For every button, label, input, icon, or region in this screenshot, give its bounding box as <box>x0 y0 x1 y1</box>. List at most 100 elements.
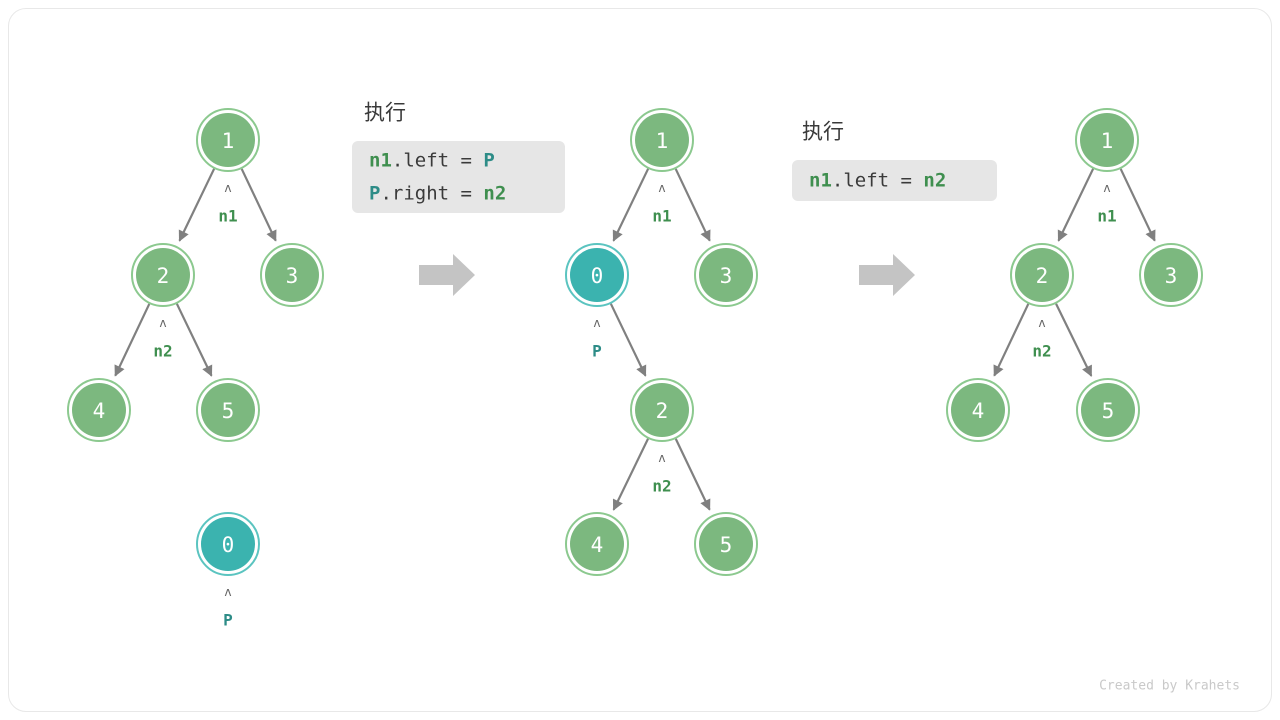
node-outer-ring <box>67 378 131 442</box>
pointer-label-n2: n2 <box>1032 342 1051 361</box>
tree-node-4[interactable]: 4 <box>565 512 629 576</box>
tree-node-3[interactable]: 3 <box>260 243 324 307</box>
tree-edge <box>175 303 213 377</box>
node-value: 3 <box>720 264 733 288</box>
node-circle <box>699 517 753 571</box>
tree-edge <box>993 303 1030 377</box>
tree-node-4[interactable]: 4 <box>946 378 1010 442</box>
tree-edge <box>1119 168 1156 242</box>
tree-node-0[interactable]: 0 <box>565 243 629 307</box>
node-value: 4 <box>972 399 985 423</box>
pointer-label-P: P <box>592 342 602 361</box>
node-value: 2 <box>157 264 170 288</box>
code-token: n1 <box>369 150 392 172</box>
node-circle <box>951 383 1005 437</box>
step-separator-arrow <box>859 254 915 296</box>
pointer-label-n1: n1 <box>652 207 671 226</box>
node-circle <box>201 113 255 167</box>
tree-node-3[interactable]: 3 <box>1139 243 1203 307</box>
tree-node-2[interactable]: 2 <box>1010 243 1074 307</box>
tree-edge <box>1055 303 1093 377</box>
code-box-background <box>352 141 565 213</box>
node-outer-ring <box>196 378 260 442</box>
tree-node-5[interactable]: 5 <box>196 378 260 442</box>
pointer-label-P: P <box>223 611 233 630</box>
node-value: 3 <box>286 264 299 288</box>
code-box-background <box>792 160 997 201</box>
tree-edge <box>674 168 711 242</box>
tree-node-2[interactable]: 2 <box>630 378 694 442</box>
node-value: 2 <box>656 399 669 423</box>
node-outer-ring <box>630 108 694 172</box>
tree-edge <box>612 168 650 242</box>
tree-edge <box>674 438 711 511</box>
tree-node-0[interactable]: 0 <box>196 512 260 576</box>
tree-node-4[interactable]: 4 <box>67 378 131 442</box>
node-outer-ring <box>694 243 758 307</box>
node-outer-ring <box>131 243 195 307</box>
pointer-caret: ʌ <box>658 451 665 465</box>
tree-node-5[interactable]: 5 <box>694 512 758 576</box>
node-circle <box>1080 113 1134 167</box>
code-line: n1.left = P <box>369 150 495 172</box>
code-token: n1 <box>809 170 832 192</box>
pointer-label-n2: n2 <box>652 477 671 496</box>
node-outer-ring <box>630 378 694 442</box>
pointer-caret: ʌ <box>1103 181 1110 195</box>
node-circle <box>1015 248 1069 302</box>
credit-text: Created by Krahets <box>1099 679 1240 694</box>
tree-node-1[interactable]: 1 <box>630 108 694 172</box>
tree-node-1[interactable]: 1 <box>196 108 260 172</box>
pointer-caret: ʌ <box>658 181 665 195</box>
tree-node-2[interactable]: 2 <box>131 243 195 307</box>
node-value: 1 <box>656 129 669 153</box>
code-line: n1.left = n2 <box>809 170 946 192</box>
tree-node-1[interactable]: 1 <box>1075 108 1139 172</box>
code-token: P <box>369 183 380 205</box>
node-circle <box>136 248 190 302</box>
pointer-label-n1: n1 <box>1097 207 1116 226</box>
node-outer-ring <box>694 512 758 576</box>
code-token: = <box>901 170 924 192</box>
code-token: n2 <box>483 183 506 205</box>
code-box-after-relink-n2: n1.left = n2 <box>792 160 997 201</box>
node-value: 5 <box>222 399 235 423</box>
node-circle <box>72 383 126 437</box>
node-outer-ring <box>1139 243 1203 307</box>
node-outer-ring <box>565 512 629 576</box>
exec-label: 执行 <box>802 121 844 144</box>
tree-edge <box>1057 168 1095 242</box>
code-box-after-link-p: n1.left = PP.right = n2 <box>352 141 565 213</box>
tree-edge <box>114 303 151 377</box>
pointer-caret: ʌ <box>593 316 600 330</box>
code-line: P.right = n2 <box>369 183 506 205</box>
node-value: 0 <box>222 533 235 557</box>
node-circle <box>570 248 624 302</box>
tree-node-5[interactable]: 5 <box>1076 378 1140 442</box>
pointer-label-n2: n2 <box>153 342 172 361</box>
node-circle <box>635 113 689 167</box>
pointer-caret: ʌ <box>159 316 166 330</box>
node-outer-ring <box>196 512 260 576</box>
node-circle <box>699 248 753 302</box>
node-outer-ring <box>1010 243 1074 307</box>
node-circle <box>570 517 624 571</box>
tree-node-3[interactable]: 3 <box>694 243 758 307</box>
pointer-caret: ʌ <box>224 585 231 599</box>
node-circle <box>201 383 255 437</box>
tree-edge <box>178 168 216 242</box>
node-circle <box>1081 383 1135 437</box>
node-outer-ring <box>1076 378 1140 442</box>
tree-edge <box>612 438 650 511</box>
code-token: = <box>461 183 484 205</box>
node-outer-ring <box>1075 108 1139 172</box>
code-token: .left <box>392 150 461 172</box>
node-value: 0 <box>591 264 604 288</box>
node-outer-ring <box>196 108 260 172</box>
node-outer-ring <box>260 243 324 307</box>
exec-label: 执行 <box>364 102 406 125</box>
pointer-caret: ʌ <box>1038 316 1045 330</box>
